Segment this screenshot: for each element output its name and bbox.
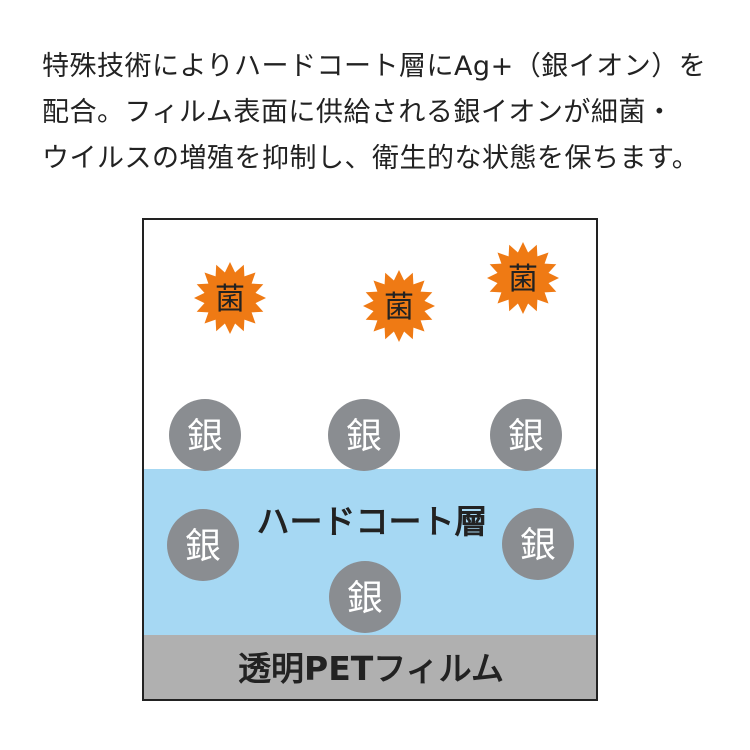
bacteria-label: 菌 (384, 290, 414, 325)
silver-ion-label: 銀 (508, 416, 544, 457)
silver-ion-label: 銀 (187, 416, 223, 457)
bacteria-group: 菌菌菌 (194, 242, 559, 342)
hard-coat-label: ハードコート層 (257, 502, 488, 541)
bacteria-label: 菌 (508, 262, 538, 297)
silver-ion-icon: 銀 (490, 399, 562, 471)
silver-ion-icon: 銀 (502, 508, 574, 580)
description-line-3: ウイルスの増殖を抑制し、衛生的な状態を保ちます。 (42, 143, 700, 174)
silver-ion-circle (502, 508, 574, 580)
silver-ion-icon: 銀 (328, 399, 400, 471)
bacteria-icon: 菌 (487, 242, 559, 314)
silver-ion-label: 銀 (346, 416, 382, 457)
silver-ion-circle (328, 399, 400, 471)
description-line-1: 特殊技術によりハードコート層にAg+（銀イオン）を (42, 51, 707, 82)
description-line-2: 配合。フィルム表面に供給される銀イオンが細菌・ (42, 97, 674, 128)
silver-ion-circle (329, 561, 401, 633)
silver-ion-circle (169, 399, 241, 471)
bacteria-starburst (194, 262, 266, 334)
silver-ion-icon: 銀 (167, 509, 239, 581)
silver-ion-label: 銀 (347, 578, 383, 619)
bacteria-label: 菌 (215, 282, 245, 317)
bacteria-icon: 菌 (363, 270, 435, 342)
bacteria-starburst (363, 270, 435, 342)
silver-ion-label: 銀 (520, 525, 556, 566)
silver-ion-icon: 銀 (169, 399, 241, 471)
silver-ion-group: 銀銀銀銀銀銀 (167, 399, 574, 633)
diagram-frame (142, 218, 598, 701)
pet-film-label: 透明PETフィルム (238, 649, 504, 688)
description-text: 特殊技術によりハードコート層にAg+（銀イオン）を 配合。フィルム表面に供給され… (42, 44, 732, 182)
bacteria-starburst (487, 242, 559, 314)
bacteria-icon: 菌 (194, 262, 266, 334)
silver-ion-icon: 銀 (329, 561, 401, 633)
pet-film-layer (143, 635, 597, 700)
silver-ion-circle (167, 509, 239, 581)
silver-ion-circle (490, 399, 562, 471)
silver-ion-label: 銀 (185, 526, 221, 567)
